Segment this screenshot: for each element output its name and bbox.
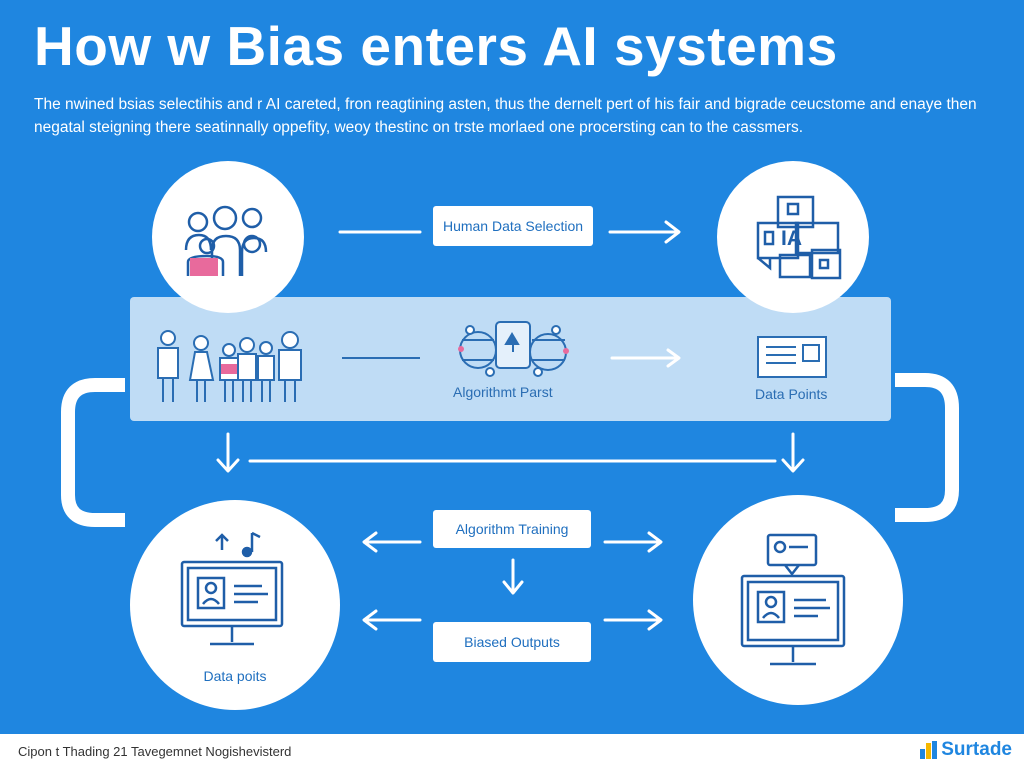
brand-mark-icon (920, 741, 938, 759)
algorithm-training-chip: Algorithm Training (433, 510, 591, 548)
pink-accent (221, 364, 237, 374)
algorithm-parst-label: Algorithmt Parst (453, 384, 553, 400)
footer-bar (0, 734, 1024, 768)
monitor-icon (180, 560, 284, 646)
page-subtitle: The nwined bsias selectihis and r AI car… (34, 96, 977, 136)
document-icon (757, 336, 827, 378)
blocks-label: IA (781, 227, 802, 250)
network-icon (459, 321, 567, 377)
circle-data-points (130, 500, 340, 710)
profile-screen-icon (740, 533, 846, 666)
circle-blocks (717, 161, 869, 313)
biased-outputs-chip: Biased Outputs (433, 622, 591, 662)
human-data-selection-chip: Human Data Selection (433, 206, 593, 246)
pink-shirt (190, 258, 218, 276)
footer-caption: Cipon t Thading 21 Tavegemnet Nogishevis… (18, 744, 292, 759)
data-points-circle-label: Data poits (203, 668, 267, 684)
blocks-icon (756, 195, 842, 280)
data-points-band-label: Data Points (755, 386, 828, 402)
page-title: How w Bias enters AI systems (34, 15, 838, 77)
people-group-icon (184, 205, 268, 276)
brand-name: Surtade (941, 739, 1012, 760)
music-icon (215, 531, 261, 558)
brand-logo: Surtade (920, 739, 1012, 761)
